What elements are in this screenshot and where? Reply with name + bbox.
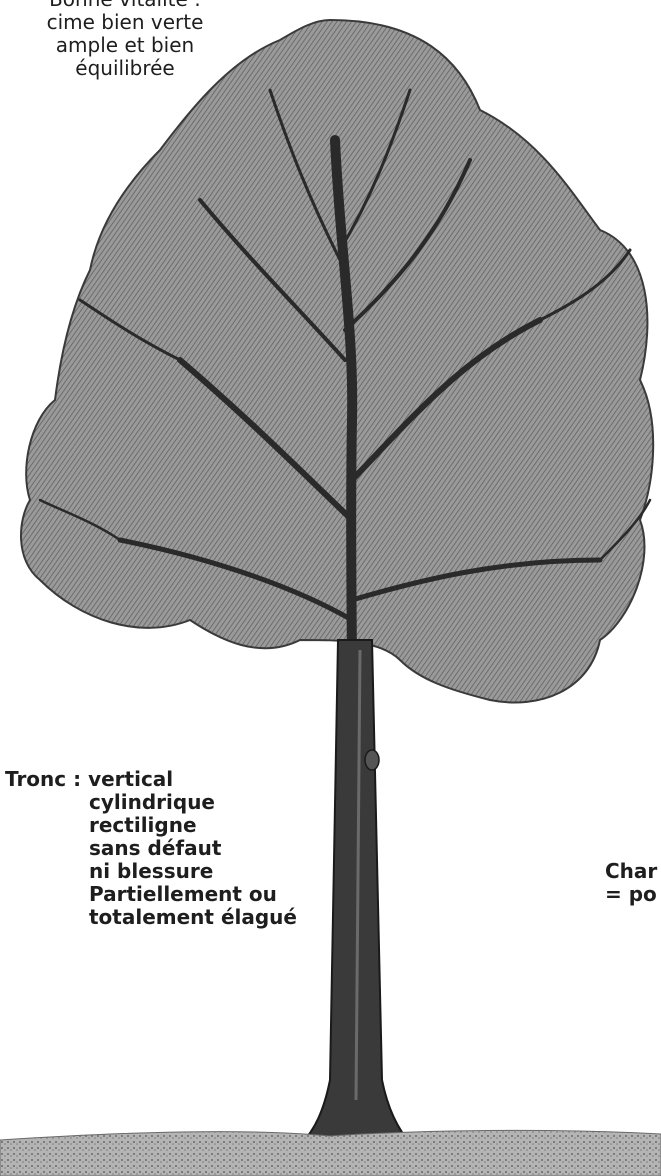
right-label-line: Char [605, 860, 657, 883]
crown-label-line: équilibrée [0, 57, 250, 80]
crown-label-line: ample et bien [0, 34, 250, 57]
tree-trunk [300, 640, 412, 1145]
trunk-label: Tronc : vertical cylindrique rectiligne … [5, 768, 297, 929]
trunk-label-heading: Tronc : vertical [5, 768, 297, 791]
tree-crown [21, 20, 653, 703]
trunk-label-line: sans défaut [5, 837, 297, 860]
trunk-label-line: Partiellement ou [5, 883, 297, 906]
crown-vitality-label: Bonne vitalité : cime bien verte ample e… [0, 0, 250, 80]
ground [0, 1130, 661, 1176]
right-label-line: = po [605, 883, 657, 906]
trunk-label-line: cylindrique [5, 791, 297, 814]
trunk-label-line: totalement élagué [5, 906, 297, 929]
trunk-label-line: rectiligne [5, 814, 297, 837]
crown-label-line: cime bien verte [0, 11, 250, 34]
trunk-label-line: ni blessure [5, 860, 297, 883]
right-cropped-label: Char = po [605, 860, 657, 906]
